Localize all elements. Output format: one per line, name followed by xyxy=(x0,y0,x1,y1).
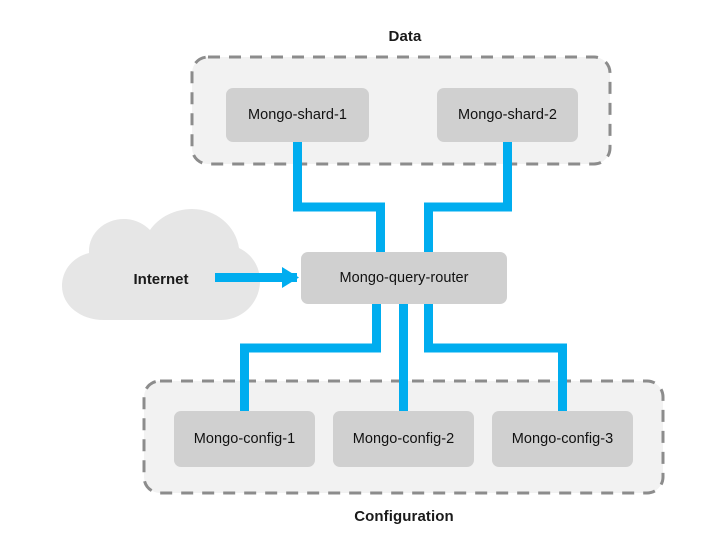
node-mongo-config-2-label: Mongo-config-2 xyxy=(352,431,455,447)
node-mongo-config-2[interactable]: Mongo-config-2 xyxy=(333,411,474,467)
connector-shard1-to-router xyxy=(293,142,385,252)
node-mongo-shard-1[interactable]: Mongo-shard-1 xyxy=(226,88,369,142)
node-mongo-query-router-label: Mongo-query-router xyxy=(339,270,469,286)
connector-router-to-config3 xyxy=(424,304,567,411)
node-mongo-config-1-label: Mongo-config-1 xyxy=(193,431,296,447)
node-mongo-config-3[interactable]: Mongo-config-3 xyxy=(492,411,633,467)
internet-cloud-label: Internet xyxy=(133,271,189,288)
internet-cloud-shape xyxy=(62,209,260,320)
node-mongo-query-router[interactable]: Mongo-query-router xyxy=(301,252,507,304)
connector-shard2-to-router xyxy=(424,142,512,252)
connector-lines xyxy=(240,142,567,411)
node-mongo-config-1[interactable]: Mongo-config-1 xyxy=(174,411,315,467)
node-mongo-shard-2[interactable]: Mongo-shard-2 xyxy=(437,88,578,142)
node-mongo-config-3-label: Mongo-config-3 xyxy=(511,431,614,447)
connector-router-to-config1 xyxy=(240,304,381,411)
connector-internet-to-router xyxy=(215,267,299,288)
node-mongo-shard-2-label: Mongo-shard-2 xyxy=(458,107,557,123)
data-group-label: Data xyxy=(388,28,422,45)
configuration-group-label: Configuration xyxy=(354,508,454,525)
node-mongo-shard-1-label: Mongo-shard-1 xyxy=(248,107,347,123)
